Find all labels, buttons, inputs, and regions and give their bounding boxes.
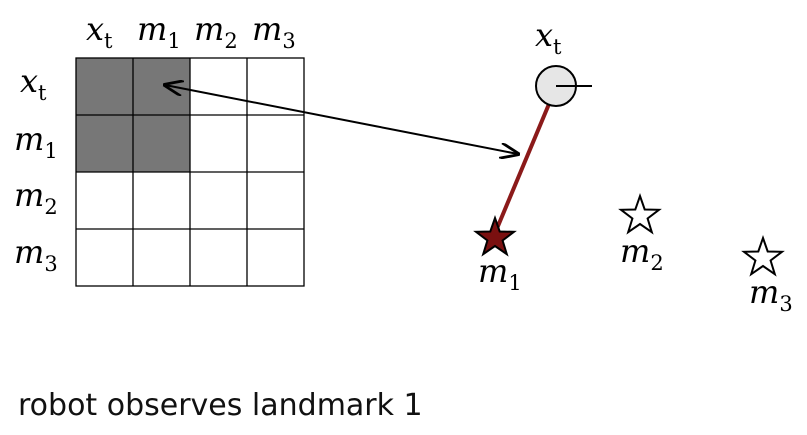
correspondence-arrow [165, 85, 518, 154]
matrix-column-labels: xt m1 m2 m3 [86, 10, 296, 53]
observation-line [491, 103, 551, 239]
slam-diagram: xt m1 m2 m3 xt m1 m2 m3 xt [14, 10, 793, 316]
column-label-m1: m1 [137, 10, 181, 53]
landmark-star-icon [618, 192, 662, 235]
column-label-m2: m2 [194, 10, 238, 53]
cell-m1-m1 [133, 115, 190, 172]
landmark-m3: m3 [741, 234, 793, 316]
landmark-m2: m2 [618, 192, 664, 275]
covariance-matrix [75, 57, 305, 287]
column-label-m3: m3 [252, 10, 296, 53]
robot-label: xt [535, 16, 562, 59]
matrix-row-labels: xt m1 m2 m3 [14, 62, 58, 276]
column-label-xt: xt [86, 10, 113, 53]
landmark-label-m3: m3 [749, 273, 793, 316]
landmark-label-m2: m2 [620, 232, 664, 275]
row-label-xt: xt [20, 62, 47, 105]
landmark-m1: m1 [473, 214, 522, 295]
row-label-m3: m3 [14, 233, 58, 276]
landmark-star-icon [473, 214, 517, 257]
landmark-label-m1: m1 [478, 252, 522, 295]
cell-xt-xt [76, 58, 133, 115]
row-label-m1: m1 [14, 120, 58, 163]
cell-xt-m1 [133, 58, 190, 115]
cell-m1-xt [76, 115, 133, 172]
robot: xt [535, 16, 592, 107]
landmark-star-icon [741, 234, 785, 277]
caption: robot observes landmark 1 [18, 388, 423, 423]
row-label-m2: m2 [14, 176, 58, 219]
